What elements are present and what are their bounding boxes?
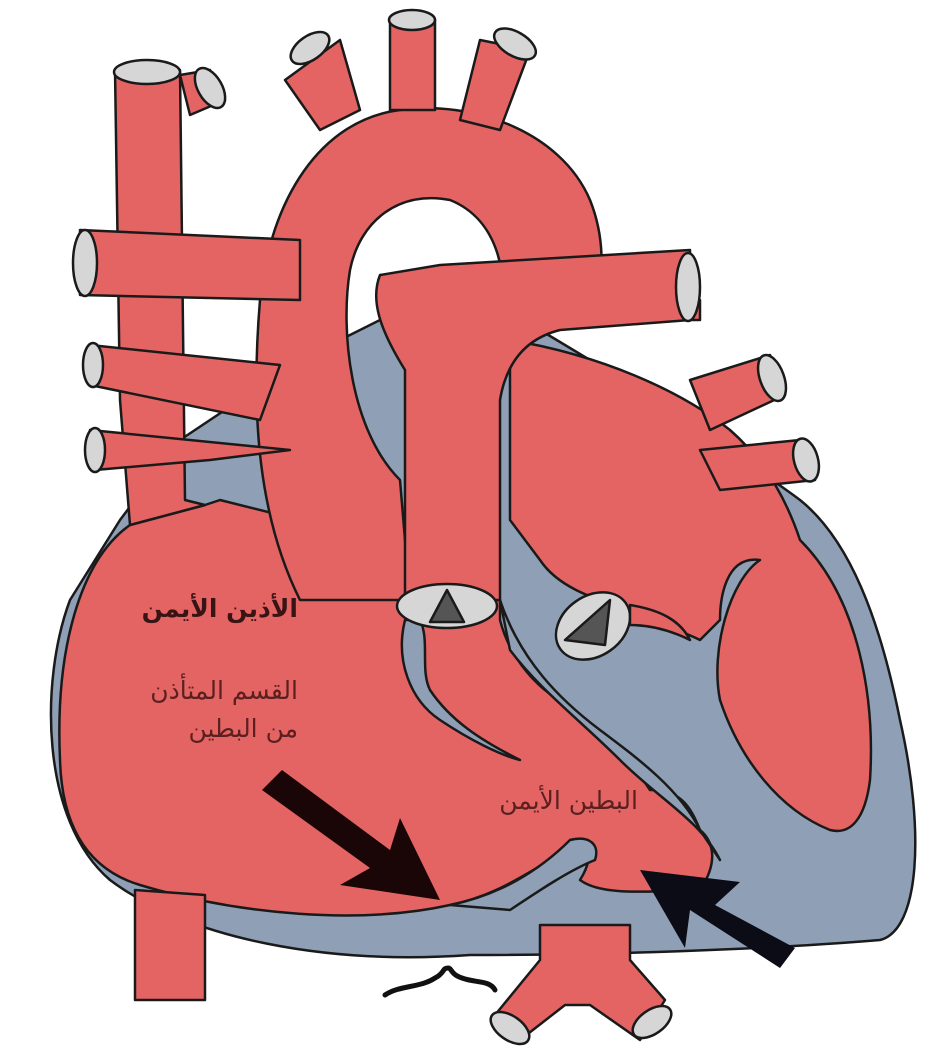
aorta-left-cap <box>289 30 331 66</box>
aortic-valve <box>554 591 632 661</box>
pv-lower-cap <box>791 437 821 483</box>
pv-upper-cap <box>756 353 788 403</box>
right-ventricle-label: البطين الأيمن <box>499 786 638 815</box>
right-atrium-label: الأذين الأيمن <box>141 594 298 623</box>
pulmonary-valve <box>395 582 499 630</box>
left-arrow-icon <box>262 770 440 900</box>
inferior-vena-cava <box>133 888 207 1002</box>
aorta-right-cap <box>492 27 538 61</box>
svc-cap <box>112 58 182 86</box>
aorta-mid-cap <box>387 8 437 32</box>
brace-icon <box>382 965 498 998</box>
desc-left-cap <box>489 1010 531 1046</box>
pa-upper-cap <box>71 228 99 298</box>
atrialized-ventricle-label-line1: القسم المتأذن <box>150 676 298 705</box>
pulmonary-artery-upper <box>78 228 302 302</box>
tricuspid-leaflet <box>400 618 522 762</box>
aorta-branch-mid <box>388 18 437 112</box>
atrialized-ventricle-label-line2: من البطين <box>188 714 298 743</box>
septum-strip <box>498 598 722 862</box>
descending-vessel <box>493 923 667 1042</box>
desc-right-cap <box>631 1004 673 1040</box>
pa-low-cap <box>83 426 107 474</box>
pv-right-cap <box>674 251 702 323</box>
right-arrow-icon <box>640 870 795 968</box>
mitral-leaflet <box>628 603 692 642</box>
pa-mid-cap <box>81 341 105 389</box>
rv-floor-strip <box>448 837 598 912</box>
svc-branch-cap <box>193 66 227 110</box>
